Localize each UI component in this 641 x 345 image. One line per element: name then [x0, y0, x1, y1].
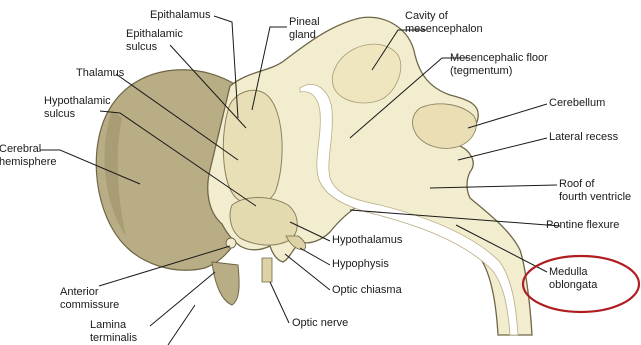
label-roof-of-fourth-ventricle: Roof of fourth ventricle	[559, 178, 631, 204]
label-lamina-terminalis: Lamina terminalis	[90, 319, 137, 345]
label-anterior-commissure: Anterior commissure	[60, 286, 119, 312]
label-pontine-flexure: Pontine flexure	[546, 219, 619, 232]
label-optic-chiasma: Optic chiasma	[332, 284, 402, 297]
label-cerebral-hemisphere: Cerebral hemisphere	[0, 143, 56, 169]
label-cerebellum: Cerebellum	[549, 97, 605, 110]
label-epithalamus: Epithalamus	[150, 9, 211, 22]
label-epithalamic-sulcus: Epithalamic sulcus	[126, 28, 183, 54]
optic-nerve-shape	[262, 258, 272, 282]
label-medulla-oblongata: Medulla oblongata	[549, 266, 597, 292]
label-mesencephalic-floor: Mesencephalic floor (tegmentum)	[450, 52, 548, 78]
label-hypothalamus: Hypothalamus	[332, 234, 402, 247]
label-pineal-gland: Pineal gland	[289, 16, 320, 42]
label-optic-nerve: Optic nerve	[292, 317, 348, 330]
label-hypothalamic-sulcus: Hypothalamic sulcus	[44, 95, 111, 121]
label-cavity-of-mesencephalon: Cavity of mesencephalon	[405, 10, 483, 36]
label-hypophysis: Hypophysis	[332, 258, 389, 271]
label-lateral-recess: Lateral recess	[549, 131, 618, 144]
lamina-lobe-shape	[212, 262, 239, 305]
label-thalamus: Thalamus	[76, 67, 124, 80]
